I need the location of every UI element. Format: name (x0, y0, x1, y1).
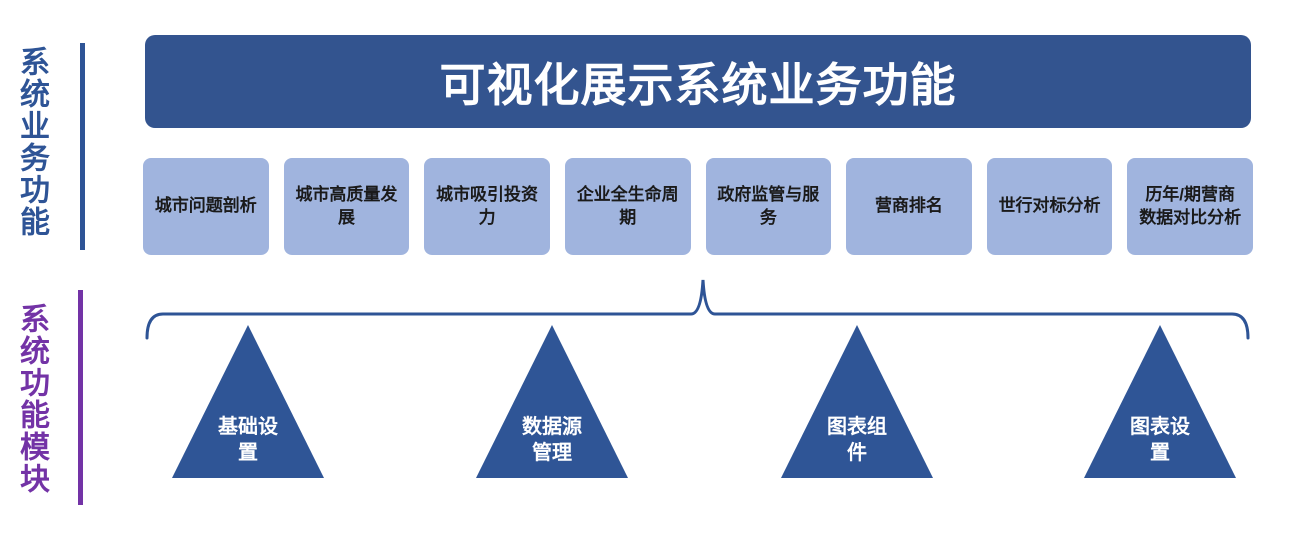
function-box-label: 力 (478, 207, 496, 227)
function-box-label: 营商排名 (874, 196, 943, 216)
title-banner: 可视化展示系统业务功能 (145, 35, 1251, 128)
function-box-city-investment: 城市吸引投资 力 (424, 158, 550, 255)
module-label: 基础设 (218, 416, 278, 438)
function-box-government-supervision: 政府监管与服 务 (705, 158, 832, 255)
module-label: 件 (847, 442, 867, 464)
module-label: 图表组 (827, 416, 887, 438)
function-box-label: 历年/期营商 (1145, 184, 1236, 204)
function-box-business-ranking: 营商排名 (846, 158, 972, 255)
section-label-business-functions: 系统业务功能 (15, 46, 48, 238)
module-label: 置 (238, 442, 258, 464)
module-label: 数据源 (522, 416, 582, 438)
function-box-label: 城市问题剖析 (154, 196, 257, 216)
curly-brace-graphic (145, 279, 1250, 340)
function-box-label: 务 (759, 207, 777, 227)
diagram-title: 可视化展示系统业务功能 (439, 58, 957, 111)
section-rule-business-functions (80, 43, 85, 250)
section-label-function-modules: 系统功能模块 (15, 303, 48, 495)
function-box-label: 城市吸引投资 (436, 184, 539, 204)
function-box-city-quality: 城市高质量发 展 (283, 158, 410, 255)
module-triangle-chart-components: 图表组 件 (781, 325, 933, 478)
module-triangle-chart-settings: 图表设 置 (1084, 325, 1236, 478)
function-box-label: 展 (337, 207, 355, 227)
function-box-label: 世行对标分析 (998, 196, 1101, 216)
function-box-label: 数据对比分析 (1139, 207, 1242, 227)
function-box-label: 城市高质量发 (295, 184, 398, 204)
curly-brace (145, 272, 1250, 342)
function-box-historical-comparison: 历年/期营商 数据对比分析 (1127, 158, 1253, 255)
module-triangle-datasource-management: 数据源 管理 (476, 325, 628, 478)
section-rule-function-modules (78, 290, 83, 505)
module-triangle-basic-settings: 基础设 置 (172, 325, 324, 478)
function-box-enterprise-lifecycle: 企业全生命周 期 (564, 158, 691, 255)
module-label: 管理 (532, 442, 572, 464)
function-box-label: 期 (619, 207, 637, 227)
module-label: 置 (1150, 442, 1170, 464)
function-box-worldbank-benchmark: 世行对标分析 (986, 158, 1113, 255)
business-function-row: 城市问题剖析 城市高质量发 展 城市吸引投资 力 企业全生命周 期 政府监管与服… (143, 158, 1253, 255)
function-box-city-problem: 城市问题剖析 (143, 158, 269, 255)
module-label: 图表设 (1130, 416, 1190, 438)
function-box-label: 政府监管与服 (717, 184, 820, 204)
function-box-label: 企业全生命周 (576, 184, 679, 204)
